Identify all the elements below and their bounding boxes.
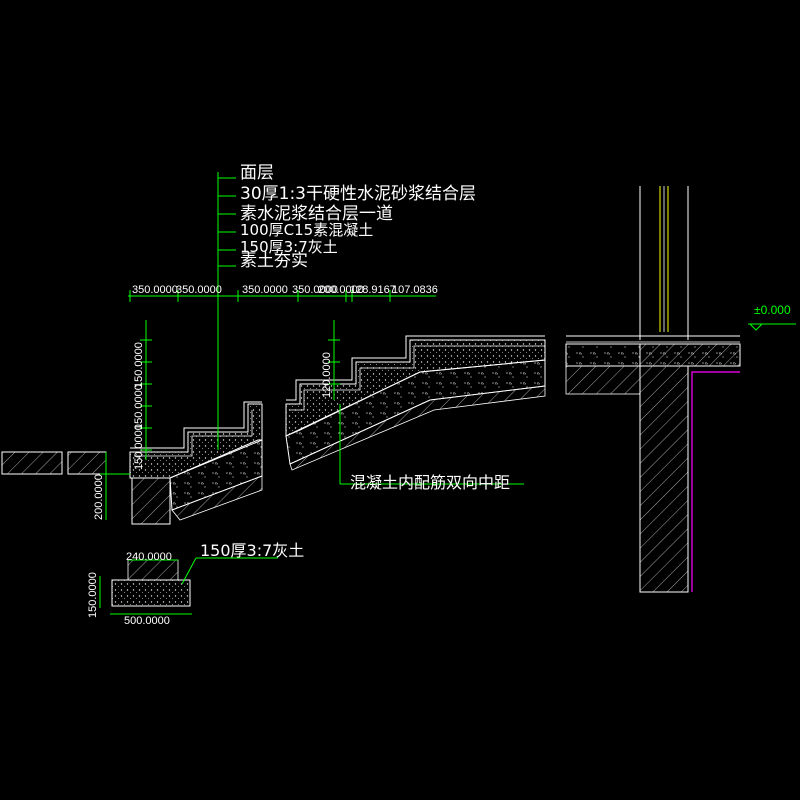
- layer-label-2: 素水泥浆结合层一道: [240, 204, 393, 224]
- elevation-label: ±0.000: [754, 303, 791, 317]
- ground-slab-left-2: [67, 451, 107, 475]
- footing-height: 150.0000: [87, 572, 99, 618]
- top-dim-5: 128.9167: [350, 284, 396, 296]
- step-finish-mid-2: [290, 345, 545, 411]
- step-finish-mid: [286, 335, 545, 401]
- base-block: [131, 477, 171, 525]
- footing-detail: 240.0000 500.0000 150.0000 150厚3:7灰土: [87, 541, 304, 627]
- footing-material: 150厚3:7灰土: [200, 541, 304, 560]
- layer-callout: 面层 30厚1:3干硬性水泥砂浆结合层 素水泥浆结合层一道 100厚C15素混凝…: [217, 163, 476, 450]
- base-dim: 200.0000: [93, 474, 105, 520]
- rebar-note: 混凝土内配筋双向中距: [339, 404, 524, 492]
- top-dim-3: 350.0000: [292, 284, 338, 296]
- left-step-section: [1, 401, 263, 525]
- layer-label-3: 100厚C15素混凝土: [240, 221, 373, 239]
- top-dim-0: 350.0000: [132, 284, 178, 296]
- riser-dim-3: 150.0000: [133, 424, 145, 470]
- layer-label-1: 30厚1:3干硬性水泥砂浆结合层: [240, 184, 476, 204]
- layer-label-0: 面层: [240, 163, 274, 183]
- step-finish-left-2: [134, 410, 253, 457]
- riser-dim-2: 150.0000: [133, 384, 145, 430]
- left-vertical-dims: 150.0000 150.0000 150.0000 200.0000: [93, 320, 152, 520]
- top-dim-2: 350.0000: [242, 284, 288, 296]
- slope-gravel-left: [171, 475, 263, 521]
- layer-label-5: 素土夯实: [240, 251, 308, 271]
- wall-membrane: [691, 371, 740, 592]
- rebar-note-text: 混凝土内配筋双向中距: [350, 473, 510, 492]
- riser-dim-1: 150.0000: [133, 342, 145, 388]
- top-dimension-chain: 350.0000 350.0000 350.0000 350.0000 200.…: [128, 284, 438, 302]
- slope-gravel-mid: [289, 385, 546, 471]
- step-profile-left: [129, 403, 263, 479]
- layer-label-4: 150厚3:7灰土: [240, 238, 338, 256]
- mid-vertical-dims: 120.0000: [321, 320, 340, 400]
- footing-bottom-width: 500.0000: [124, 615, 170, 627]
- top-dim-4: 200.0000: [318, 284, 364, 296]
- footing-leader: [181, 557, 197, 585]
- ground-slab-left: [1, 451, 63, 475]
- footing-top-width: 240.0000: [126, 551, 172, 563]
- mid-riser-dim: 120.0000: [321, 352, 333, 398]
- footing-block: [111, 579, 191, 607]
- right-slab-wall: ±0.000: [565, 186, 796, 593]
- slab-gravel-right: [565, 365, 641, 395]
- step-finish-left: [130, 401, 262, 449]
- footing-hatch: [127, 559, 179, 581]
- top-dim-1: 350.0000: [176, 284, 222, 296]
- mid-step-section: [285, 335, 546, 471]
- wall-body: [639, 343, 741, 593]
- top-dim-6: 107.0836: [392, 284, 438, 296]
- elevation-marker: [748, 323, 764, 331]
